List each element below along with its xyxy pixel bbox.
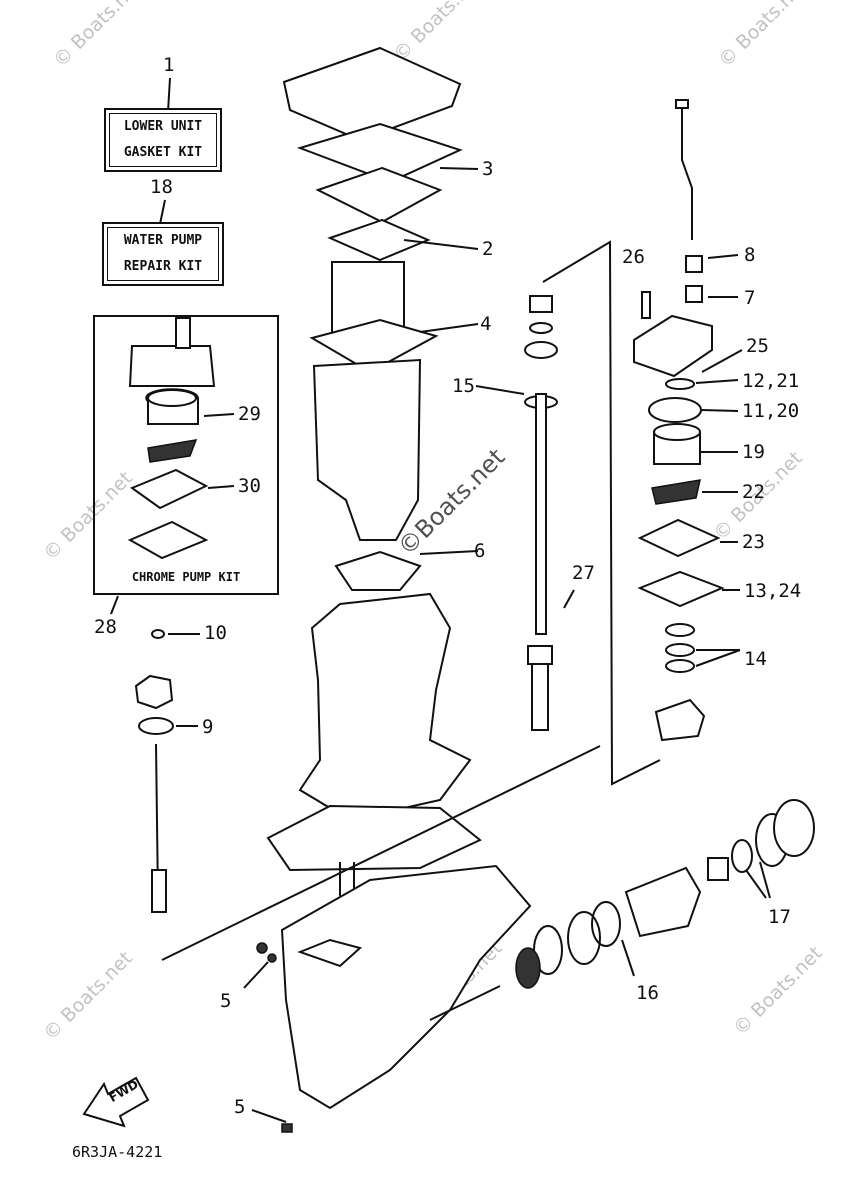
fwd-arrow [82,1076,150,1128]
callout-12-21: 12,21 [742,370,800,392]
callout-4: 4 [480,313,492,335]
drawing-code: 6R3JA-4221 [72,1143,163,1161]
callout-5-upper: 5 [220,990,232,1012]
callout-14: 14 [744,648,767,670]
callout-15: 15 [452,375,475,397]
water-pump-kit-line1: WATER PUMP [123,233,203,248]
water-pump-kit-box: WATER PUMP REPAIR KIT [102,222,224,286]
callout-5-lower: 5 [234,1096,246,1118]
callout-13-24: 13,24 [744,580,802,602]
callout-16: 16 [636,982,659,1004]
callout-30: 30 [238,475,261,497]
callout-25: 25 [746,335,769,357]
chrome-pump-kit-label: CHROME PUMP KIT [131,570,241,584]
callout-1: 1 [163,54,175,76]
callout-19: 19 [742,441,765,463]
gasket-kit-box: LOWER UNIT GASKET KIT [104,108,222,172]
gasket-kit-line1: LOWER UNIT [123,119,203,134]
callout-27: 27 [572,562,595,584]
chrome-pump-kit-frame [93,315,279,595]
callout-8: 8 [744,244,756,266]
callout-26: 26 [622,246,645,268]
callout-22: 22 [742,481,765,503]
water-pump-kit-line2: REPAIR KIT [123,259,203,274]
callout-3: 3 [482,158,494,180]
callout-17: 17 [768,906,791,928]
callout-9: 9 [202,716,214,738]
callout-18: 18 [150,176,173,198]
callout-28: 28 [94,616,117,638]
gasket-kit-line2: GASKET KIT [123,145,203,160]
callout-6: 6 [474,540,486,562]
callout-23: 23 [742,531,765,553]
callout-11-20: 11,20 [742,400,800,422]
callout-7: 7 [744,287,756,309]
callout-29: 29 [238,403,261,425]
callout-2: 2 [482,238,494,260]
callout-10: 10 [204,622,227,644]
